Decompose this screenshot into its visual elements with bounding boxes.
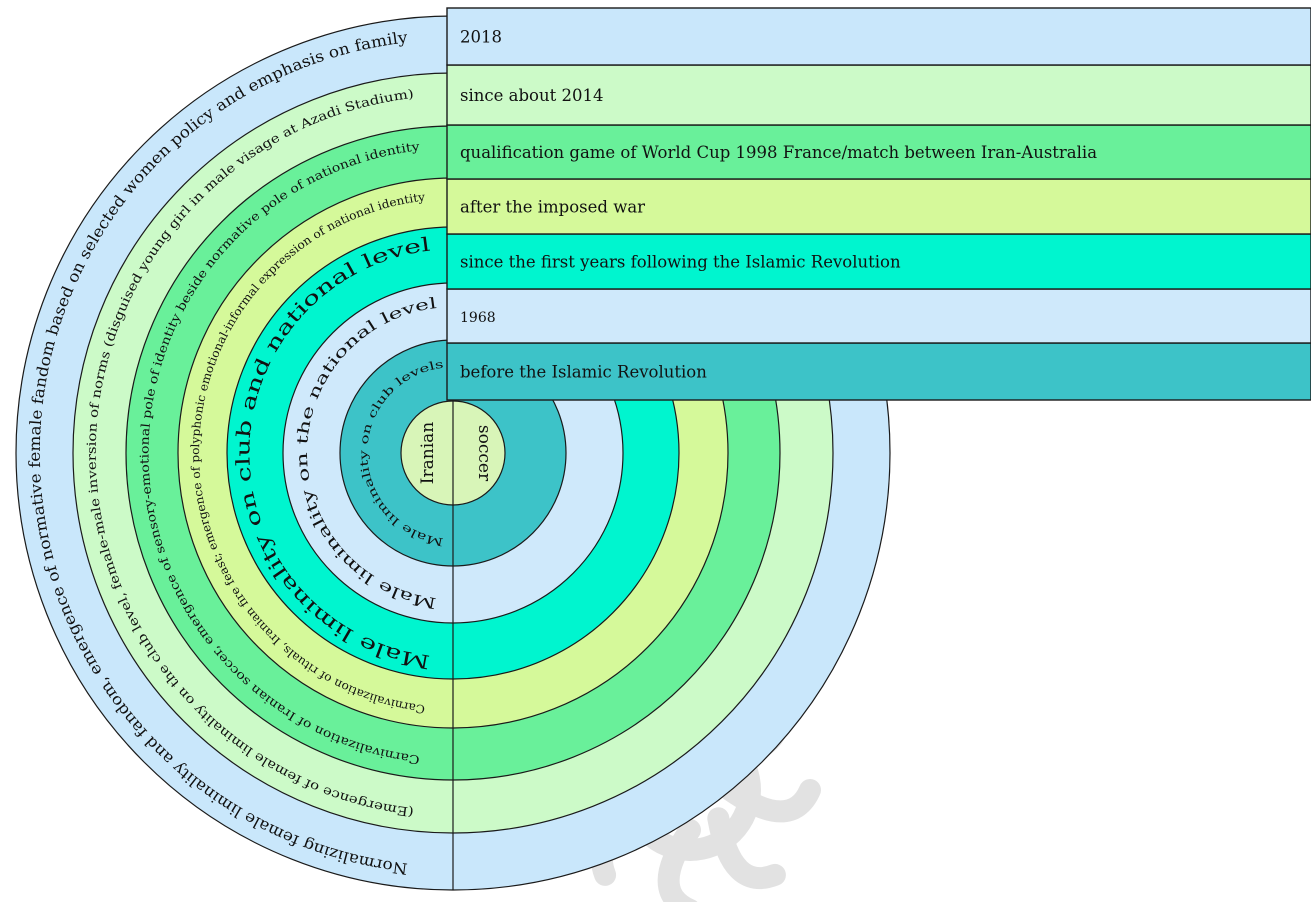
timeline-label-4: after the imposed war: [460, 198, 645, 217]
timeline-label-6: since about 2014: [460, 86, 603, 105]
timeline-label-1: before the Islamic Revolution: [460, 363, 707, 382]
timeline-label-3: since the first years following the Isla…: [460, 253, 901, 272]
timeline-label-5: qualification game of World Cup 1998 Fra…: [460, 143, 1097, 162]
timeline-label-7: 2018: [460, 28, 502, 47]
center-label-left: Iranian: [418, 422, 438, 484]
timeline-bar-2: [446, 288, 1311, 344]
timeline-label-2: 1968: [460, 310, 496, 326]
timeline-bar-6: [446, 64, 1311, 126]
timeline-bar-7: [446, 7, 1311, 66]
center-label-right: soccer: [474, 425, 494, 482]
timeline-bars-group: before the Islamic Revolution 1968 since t…: [446, 7, 1311, 401]
timeline-bar-4: [446, 178, 1311, 235]
center-disc-group: Iranian soccer: [400, 400, 506, 506]
